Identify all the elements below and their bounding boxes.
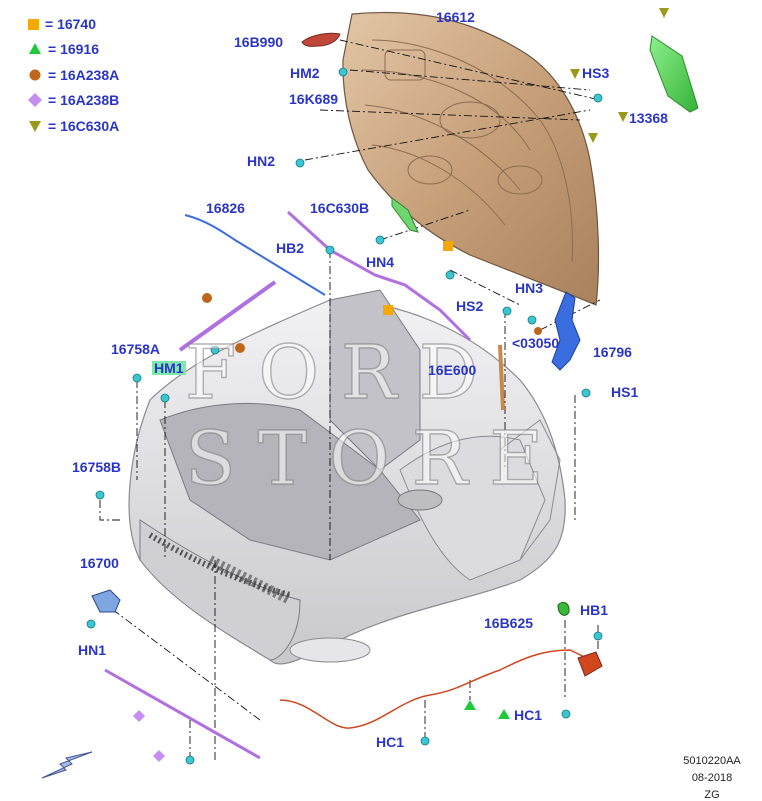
callout-hs1: HS1 bbox=[611, 384, 639, 400]
callout-16700: 16700 bbox=[80, 555, 119, 571]
callout-hn2: HN2 bbox=[247, 153, 276, 169]
callout-hs3: HS3 bbox=[582, 65, 610, 81]
callout-16796: 16796 bbox=[593, 344, 632, 360]
legend-row-16a238a: = 16A238A bbox=[28, 67, 119, 83]
drawing-code: 5010220AA bbox=[683, 755, 741, 767]
callout-16k689: 16K689 bbox=[289, 91, 339, 107]
green-bracket-part bbox=[649, 35, 699, 113]
legend-text: = 16A238B bbox=[48, 92, 120, 108]
square-icon bbox=[28, 18, 39, 30]
callout-hs2: HS2 bbox=[456, 298, 484, 314]
callout-16b990: 16B990 bbox=[234, 34, 284, 50]
callout-hn1: HN1 bbox=[78, 642, 107, 658]
callout-hm2: HM2 bbox=[290, 65, 320, 81]
legend-row-16a238b: = 16A238B bbox=[28, 92, 119, 108]
green-clip-part bbox=[557, 601, 570, 616]
triangle-down-icon bbox=[28, 119, 42, 133]
legend-text: = 16916 bbox=[48, 41, 99, 57]
callout-16758a: 16758A bbox=[111, 341, 161, 357]
hood-insulator-part bbox=[301, 32, 341, 47]
callout-16b625: 16B625 bbox=[484, 615, 534, 631]
drawing-markers bbox=[133, 8, 669, 762]
callout-hb1: HB1 bbox=[580, 602, 609, 618]
callout-hc1-bottom: HC1 bbox=[376, 734, 405, 750]
legend-row-16c630a: = 16C630A bbox=[28, 118, 119, 134]
cyan-clips bbox=[86, 67, 603, 765]
circle-icon bbox=[28, 68, 42, 82]
drawing-date: 08-2018 bbox=[691, 772, 733, 784]
diamond-icon bbox=[28, 93, 42, 107]
hood-seal-short-part bbox=[178, 280, 277, 352]
callout-hn4: HN4 bbox=[366, 254, 395, 270]
callout-hm1: HM1 bbox=[152, 360, 186, 376]
legend-text: = 16740 bbox=[45, 16, 96, 32]
hood-hinge-part bbox=[551, 291, 581, 371]
green-strip-part bbox=[391, 197, 419, 233]
callout-hb2: HB2 bbox=[276, 240, 305, 256]
hood-strut-part bbox=[498, 344, 505, 411]
hood-latch-part bbox=[91, 589, 121, 613]
hood-seal-long-part bbox=[286, 210, 472, 342]
callout-16e600: 16E600 bbox=[428, 362, 477, 378]
legend-row-16740: = 16740 bbox=[28, 16, 96, 32]
callout-16612: 16612 bbox=[436, 9, 475, 25]
vehicle-front-body bbox=[128, 289, 566, 665]
lower-seal-part bbox=[104, 668, 261, 760]
leader-lines bbox=[99, 39, 601, 760]
callout-hn3: HN3 bbox=[515, 280, 544, 296]
callout-16c630b: 16C630B bbox=[310, 200, 370, 216]
legend-text: = 16A238A bbox=[48, 67, 120, 83]
legend-text: = 16C630A bbox=[48, 118, 120, 134]
legend-row-16916: = 16916 bbox=[28, 41, 99, 57]
release-cable-part bbox=[279, 649, 596, 729]
drawing-initials: ZG bbox=[704, 789, 720, 801]
callout-hc1-right: HC1 bbox=[514, 707, 543, 723]
prop-rod-part bbox=[184, 214, 326, 296]
callout-03050: <03050 bbox=[512, 335, 560, 351]
triangle-up-icon bbox=[28, 42, 42, 56]
callout-16826: 16826 bbox=[206, 200, 245, 216]
front-direction-arrow bbox=[41, 751, 93, 779]
callout-13368: 13368 bbox=[629, 110, 668, 126]
release-handle-part bbox=[577, 651, 603, 677]
hood-panel bbox=[342, 11, 600, 306]
callout-16758b: 16758B bbox=[72, 459, 122, 475]
